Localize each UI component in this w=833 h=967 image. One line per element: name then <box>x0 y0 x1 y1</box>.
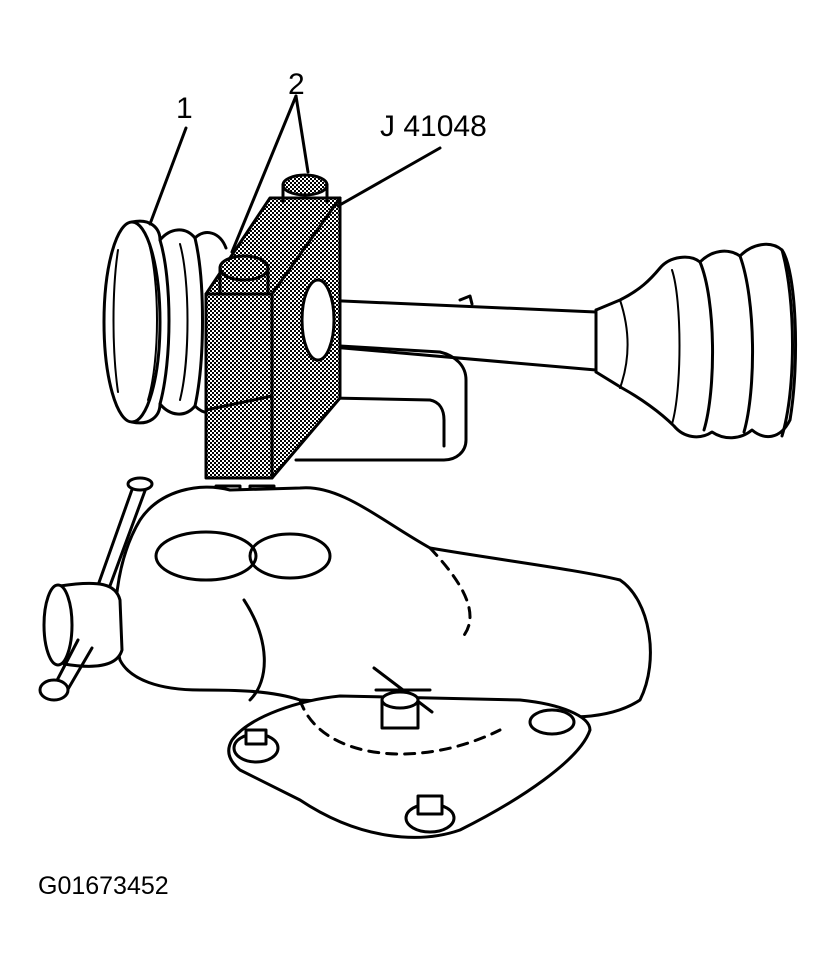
j41048-tool-block <box>204 196 342 480</box>
figure-id: G01673452 <box>38 872 169 900</box>
base-bolt <box>528 708 576 736</box>
bracket-frame <box>294 344 468 462</box>
callout-2: 2 <box>288 68 305 101</box>
bench-vise <box>38 476 652 839</box>
tool-callout: J 41048 <box>380 110 487 143</box>
base-bolt <box>232 728 280 764</box>
left-cv-boot <box>102 219 228 425</box>
leader-lines <box>148 94 442 254</box>
right-cv-boot <box>594 242 798 440</box>
stud-bolts <box>218 173 329 294</box>
base-bolt <box>404 794 456 834</box>
callout-1: 1 <box>176 92 193 125</box>
